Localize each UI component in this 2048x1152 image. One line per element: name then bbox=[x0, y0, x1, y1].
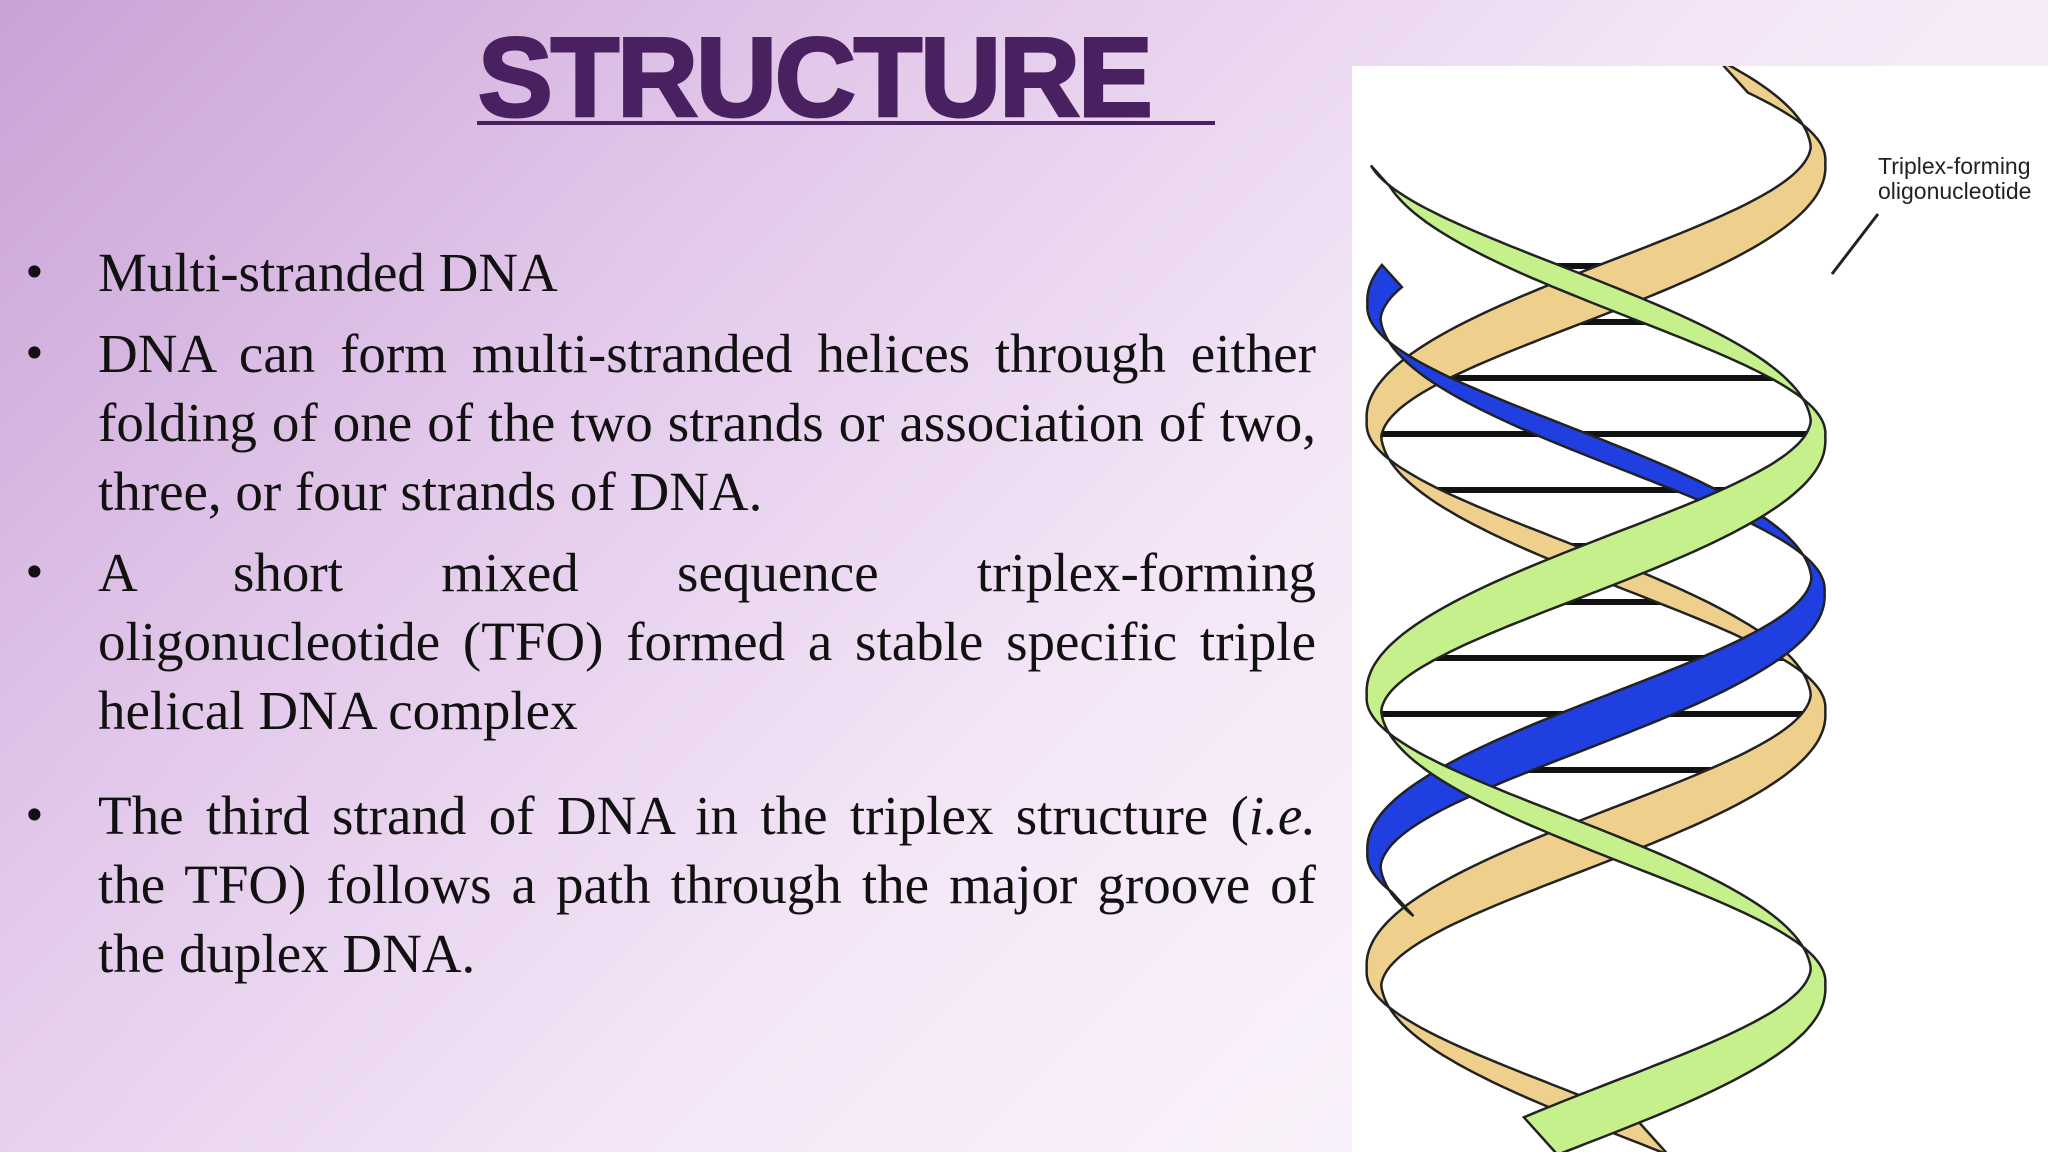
triplex-dna-figure: Triplex-forming oligonucleotide bbox=[1352, 66, 2048, 1152]
callout-label: Triplex-forming oligonucleotide bbox=[1878, 154, 2031, 204]
bullet-text-post: the TFO) follows a path through the majo… bbox=[98, 854, 1316, 984]
bullet-text: A short mixed sequence triplex-forming o… bbox=[98, 542, 1316, 741]
green-strand bbox=[1365, 164, 1827, 1152]
bullet-dot-icon: • bbox=[22, 248, 47, 297]
helix-strands bbox=[1365, 66, 1827, 1152]
bullet-item: • DNA can form multi-stranded helices th… bbox=[0, 319, 1316, 526]
bullet-text: DNA can form multi-stranded helices thro… bbox=[98, 323, 1316, 522]
title-underline bbox=[477, 121, 1215, 125]
callout-line-2: oligonucleotide bbox=[1878, 178, 2032, 204]
tan-strand bbox=[1365, 66, 1827, 1152]
bullet-item: • A short mixed sequence triplex-forming… bbox=[0, 538, 1316, 745]
callout-pointer-line bbox=[1830, 213, 1880, 275]
slide-title: STRUCTURE bbox=[477, 15, 1155, 140]
bullet-dot-icon: • bbox=[22, 791, 47, 840]
bullet-dot-icon: • bbox=[22, 329, 47, 378]
blue-tfo-strand bbox=[1366, 262, 1826, 917]
bullet-text: Multi-stranded DNA bbox=[98, 242, 558, 303]
bullet-item: • The third strand of DNA in the triplex… bbox=[0, 781, 1316, 988]
bullet-text-italic: i.e. bbox=[1248, 785, 1316, 846]
bullet-dot-icon: • bbox=[22, 548, 47, 597]
triple-helix-illustration bbox=[1365, 66, 1880, 1152]
bullet-item: • Multi-stranded DNA bbox=[0, 238, 1316, 307]
bullet-text: The third strand of DNA in the triplex s… bbox=[98, 785, 1316, 984]
bullet-text-pre: The third strand of DNA in the triplex s… bbox=[98, 785, 1249, 846]
callout-line-1: Triplex-forming bbox=[1878, 153, 2031, 179]
bullet-list: • Multi-stranded DNA • DNA can form mult… bbox=[0, 238, 1330, 988]
